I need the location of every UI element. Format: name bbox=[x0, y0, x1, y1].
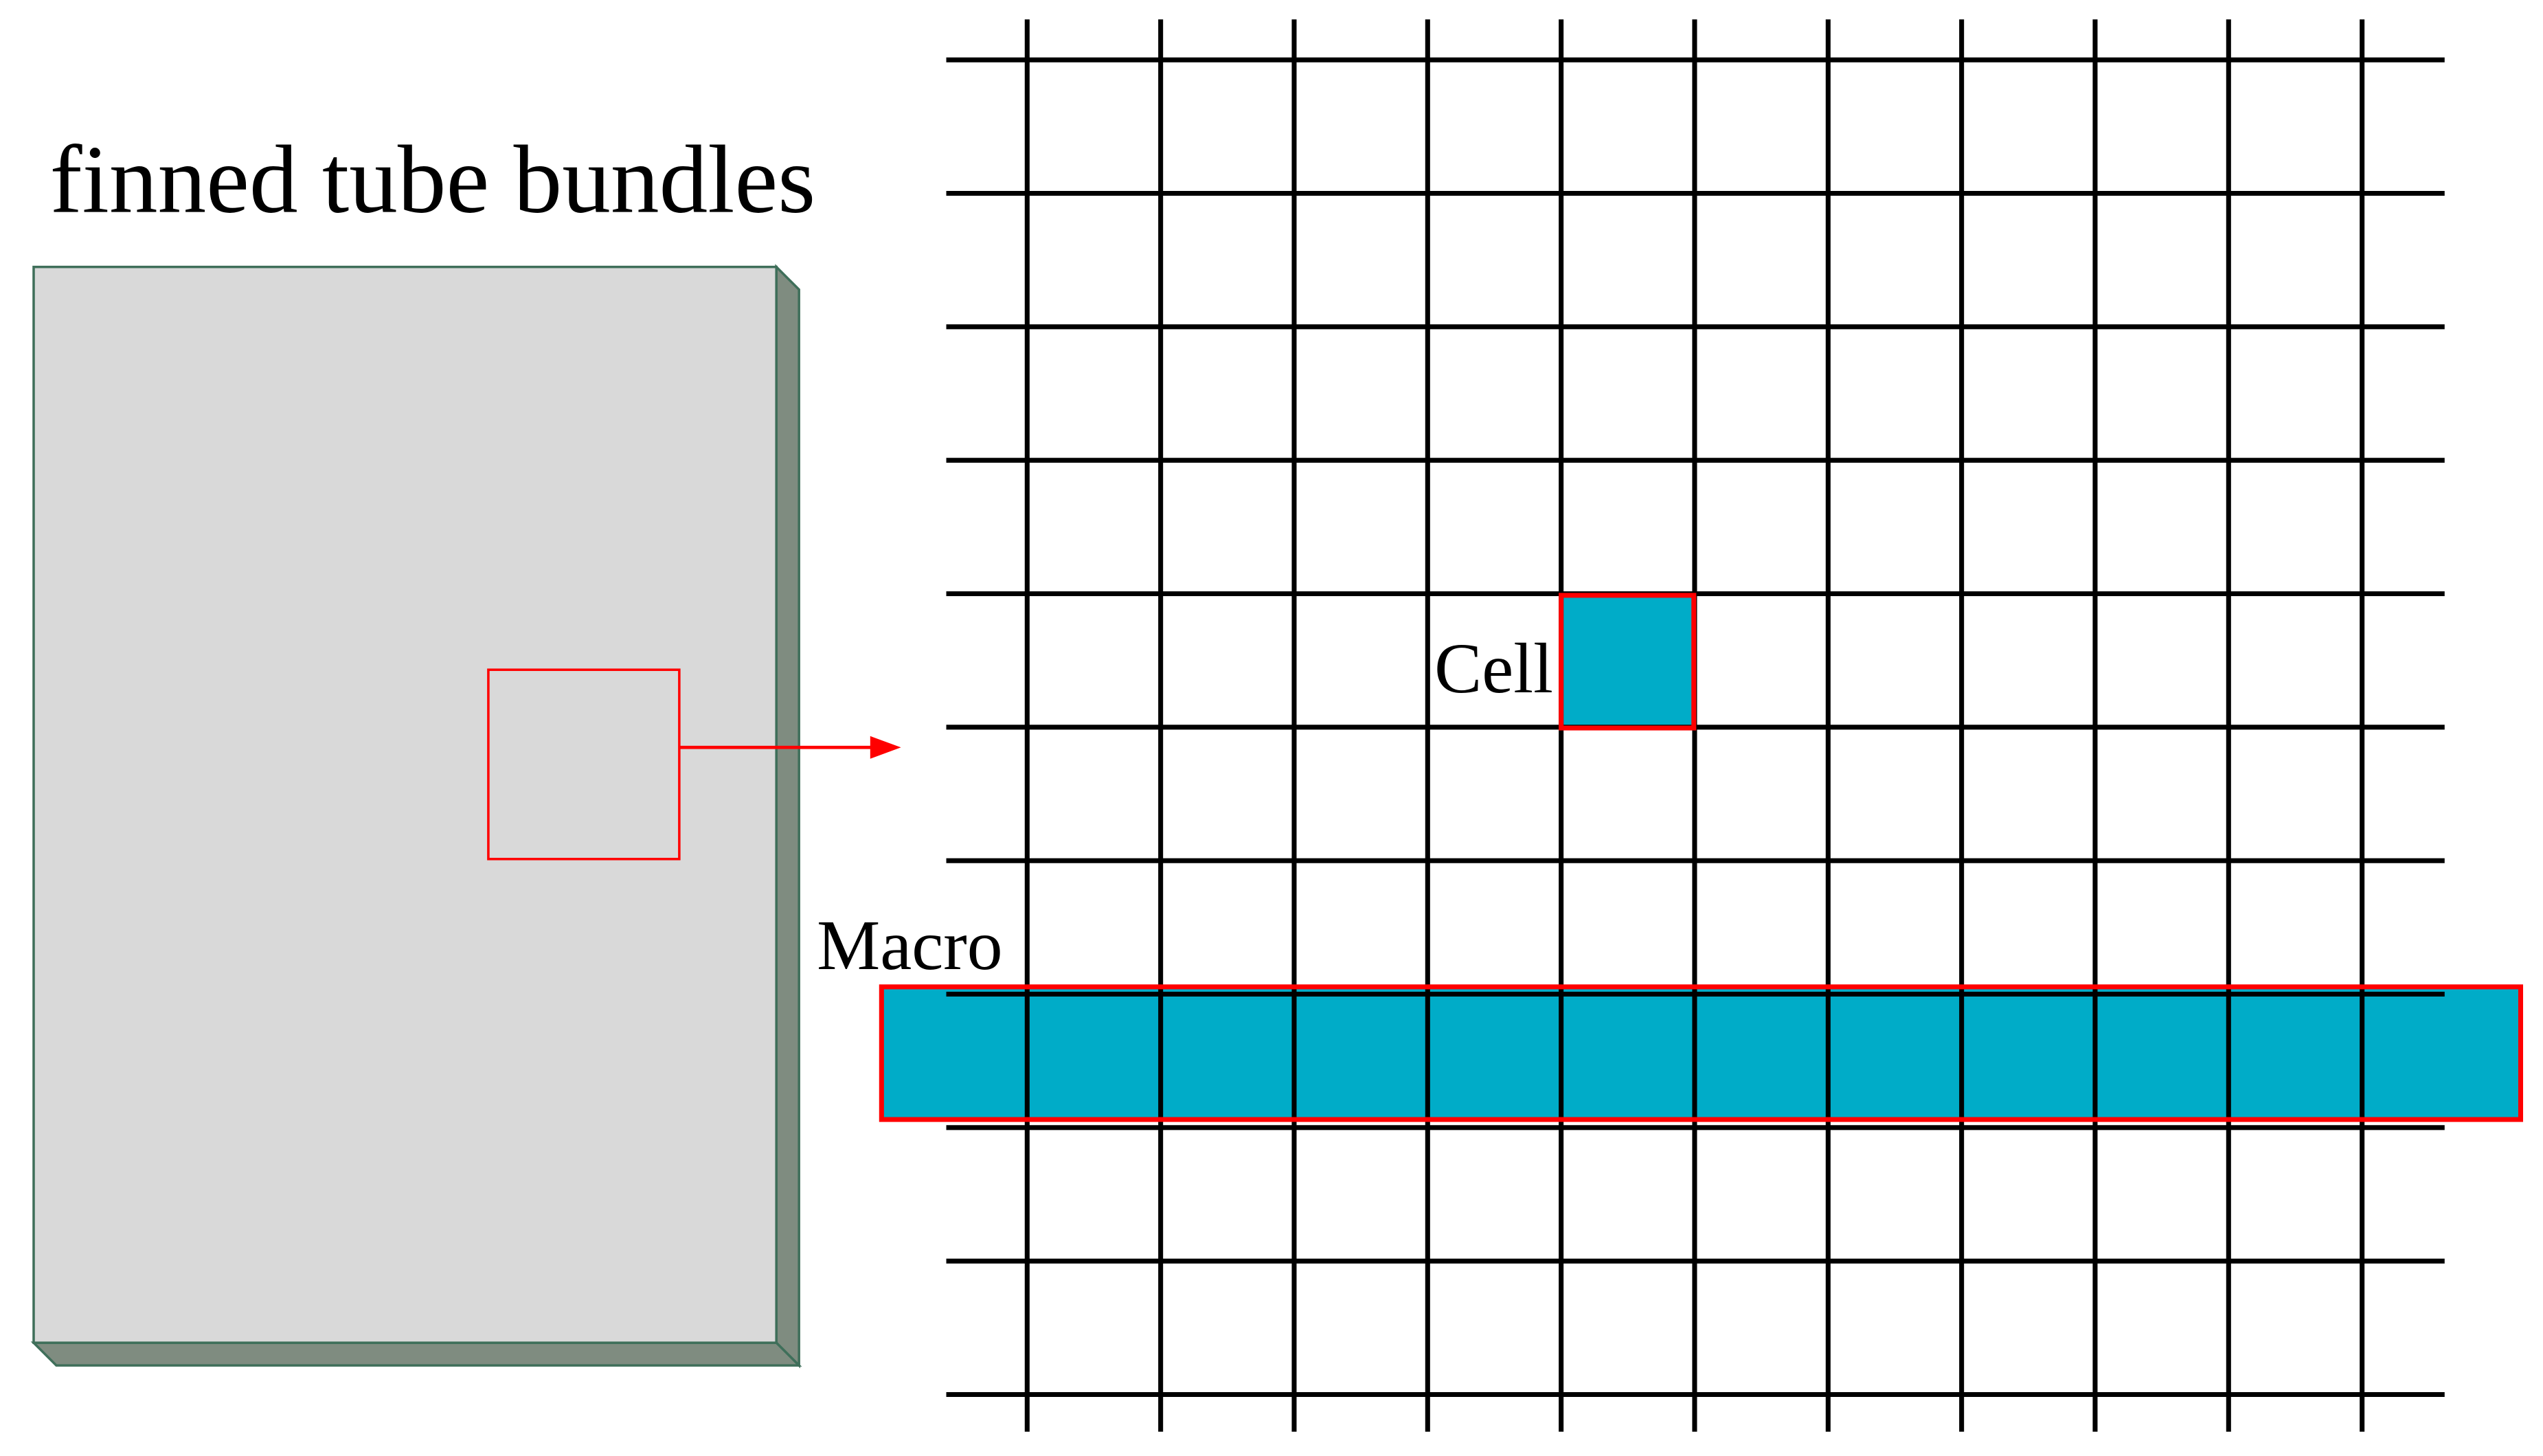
cell-outline bbox=[1559, 593, 1697, 731]
tube-bundle-panel bbox=[30, 264, 802, 1369]
zoom-arrow bbox=[679, 736, 901, 759]
panel-front-face bbox=[32, 265, 778, 1344]
arrow-head bbox=[870, 736, 901, 759]
panel-bottom-face bbox=[30, 1341, 802, 1367]
diagram-title: finned tube bundles bbox=[50, 126, 816, 234]
macro-outline bbox=[879, 984, 2524, 1122]
zoom-region-box bbox=[487, 668, 681, 861]
cell-label: Cell bbox=[1434, 630, 1553, 708]
mesh-grid bbox=[946, 19, 2445, 1432]
panel-side-face bbox=[775, 264, 800, 1369]
macro-band bbox=[881, 986, 2521, 1120]
cell-fill bbox=[1561, 595, 1694, 728]
macro-label: Macro bbox=[817, 907, 1002, 985]
